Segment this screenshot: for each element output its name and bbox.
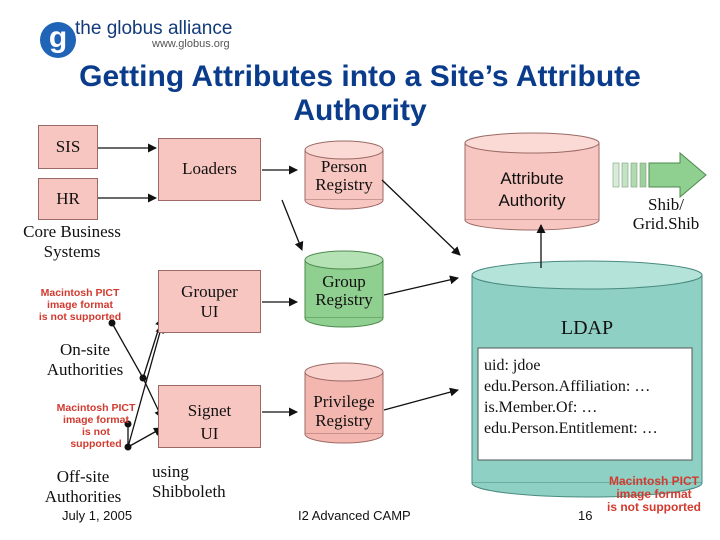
- globus-logo-url: www.globus.org: [152, 38, 230, 50]
- group-registry-label: Group Registry: [305, 273, 383, 309]
- privilege-registry-cylinder: [304, 362, 384, 444]
- attribute-authority-cylinder: [464, 132, 600, 231]
- slide-title-line2: Authority: [293, 94, 427, 127]
- pict3-line1: Macintosh PICT: [608, 474, 699, 488]
- core-business-line1: Core Business: [23, 222, 121, 241]
- pict1-line1: Macintosh PICT: [40, 287, 120, 299]
- offsite-line2: Authorities: [44, 487, 122, 506]
- ldap-entry-affiliation: edu.Person.Affiliation: …: [484, 378, 651, 395]
- footer-date: July 1, 2005: [62, 508, 133, 523]
- hr-label: HR: [56, 189, 80, 208]
- grouper-label-line2: UI: [200, 302, 219, 321]
- aa-line2: Authority: [498, 191, 566, 210]
- shib-arrow: [612, 151, 707, 199]
- using-line2: Shibboleth: [152, 482, 226, 501]
- slide-title: Getting Attributes into a Site’s Attribu…: [0, 60, 720, 128]
- attribute-authority-label: Attribute Authority: [465, 168, 599, 212]
- privilege-to-ldap-arrow: [383, 387, 459, 411]
- core-business-line2: Systems: [43, 242, 101, 261]
- group-to-ldap-arrow: [383, 275, 459, 296]
- group-registry-line2: Registry: [315, 290, 373, 309]
- globus-logo-mark: g: [40, 22, 76, 58]
- pict-placeholder-1: Macintosh PICT image format is not suppo…: [38, 287, 122, 323]
- group-registry-line1: Group: [322, 272, 366, 291]
- person-registry-label: Person Registry: [305, 158, 383, 194]
- offsite-line1: Off-site: [56, 467, 110, 486]
- pict3-line3: is not supported: [607, 500, 701, 514]
- footer-page-number: 16: [578, 508, 593, 523]
- privilege-registry-label: Privilege Registry: [300, 392, 388, 430]
- onsite-line2: Authorities: [46, 360, 124, 379]
- group-registry-cylinder: [304, 250, 384, 328]
- aa-line1: Attribute: [500, 169, 564, 188]
- loaders-box: Loaders: [158, 138, 261, 201]
- privilege-registry-line1: Privilege: [313, 392, 375, 411]
- core-business-systems-label: Core Business Systems: [8, 222, 136, 262]
- using-shibboleth-label: using Shibboleth: [152, 462, 252, 502]
- ldap-label: LDAP: [560, 317, 614, 339]
- pict-placeholder-2: Macintosh PICT image format is not suppo…: [56, 402, 136, 450]
- ldap-cylinder: [471, 260, 703, 498]
- person-to-ldap-arrow: [381, 179, 461, 256]
- pict3-line2: image format: [616, 487, 692, 501]
- pict1-line3: is not supported: [38, 311, 122, 323]
- pict2-line3: is not supported: [70, 426, 122, 450]
- shib-line1: Shib/: [648, 195, 684, 214]
- signet-ui-box: Signet UI: [158, 385, 261, 448]
- person-registry-line2: Registry: [315, 175, 373, 194]
- grouper-ui-box: Grouper UI: [158, 270, 261, 333]
- person-registry-cylinder: [304, 140, 384, 210]
- ldap-entry-memberof: is.Member.Of: …: [484, 399, 598, 416]
- onsite-line1: On-site: [59, 340, 111, 359]
- pict-placeholder-3: Macintosh PICT image format is not suppo…: [600, 475, 708, 514]
- ldap-entry-entitlement: edu.Person.Entitlement: …: [484, 420, 658, 437]
- loaders-label: Loaders: [182, 159, 237, 178]
- grouper-label-line1: Grouper: [181, 282, 238, 301]
- shib-label: Shib/ Grid.Shib: [618, 195, 714, 233]
- signet-label-line2: UI: [200, 424, 219, 443]
- ldap-entries: uid: jdoe edu.Person.Affiliation: … is.M…: [484, 355, 690, 439]
- person-to-group-arrow: [281, 199, 304, 251]
- person-registry-line1: Person: [320, 157, 368, 176]
- onsite-authorities-label: On-site Authorities: [30, 340, 140, 380]
- pict2-line1: Macintosh PICT: [56, 402, 136, 414]
- offsite-to-grouper-arrow: [124, 324, 165, 451]
- footer-event: I2 Advanced CAMP: [298, 508, 411, 523]
- offsite-to-signet-arrow: [127, 427, 163, 448]
- privilege-registry-line2: Registry: [315, 411, 373, 430]
- sis-box: SIS: [38, 125, 98, 169]
- pict2-line2: image format: [63, 414, 129, 426]
- slide-title-line1: Getting Attributes into a Site’s Attribu…: [79, 60, 641, 93]
- hr-box: HR: [38, 178, 98, 220]
- shib-line2: Grid.Shib: [632, 214, 700, 233]
- globus-logo-text: the globus alliance: [75, 18, 233, 39]
- using-line1: using: [152, 462, 189, 481]
- sis-label: SIS: [55, 137, 81, 156]
- pict1-line2: image format: [47, 299, 113, 311]
- ldap-entry-uid: uid: jdoe: [484, 357, 541, 374]
- signet-label-line1: Signet: [187, 401, 232, 420]
- offsite-authorities-label: Off-site Authorities: [28, 467, 138, 507]
